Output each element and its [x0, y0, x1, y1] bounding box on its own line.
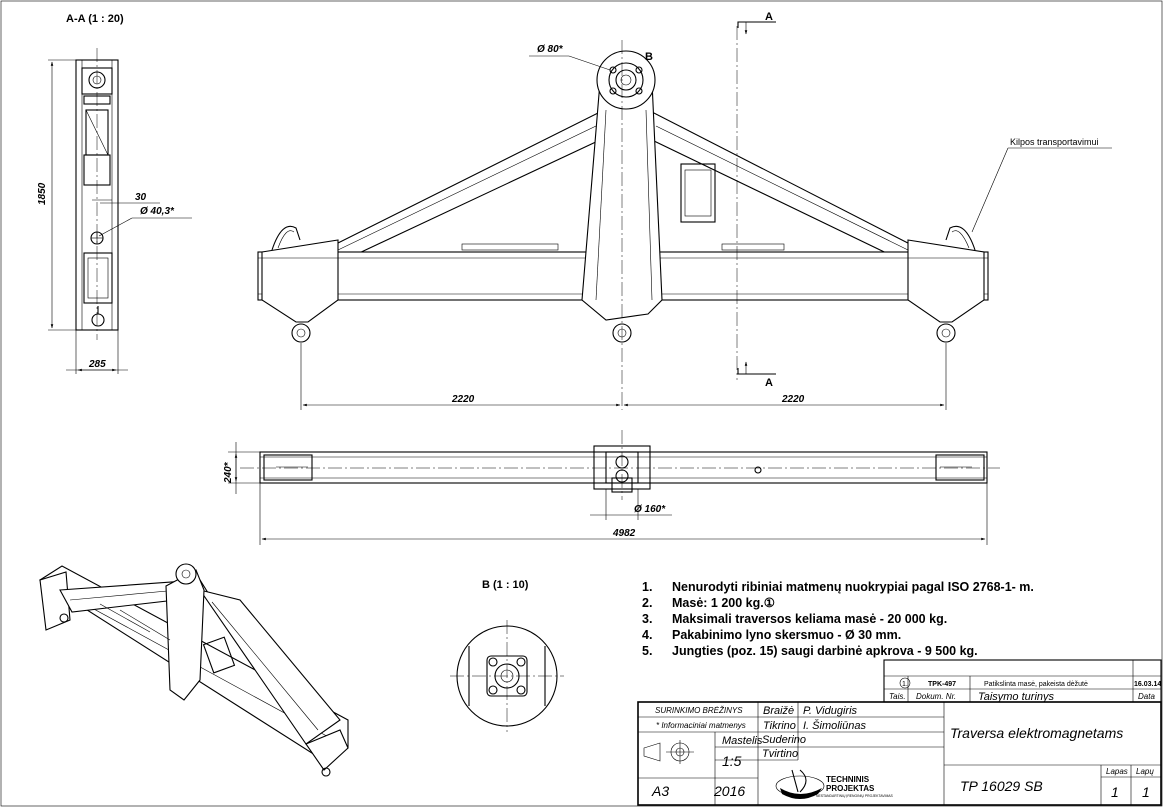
svg-text:Maksimali traversos keliama ma: Maksimali traversos keliama masė - 20 00…: [672, 612, 947, 626]
sheet-format: A3: [651, 783, 669, 799]
revision-doc: TPK-497: [928, 681, 956, 688]
checked-label: Tikrino: [763, 720, 796, 732]
detail-view-label: B (1 : 10): [482, 579, 529, 591]
dim-height: 1850: [37, 182, 48, 205]
drew-label: Braižė: [763, 705, 794, 717]
dim-depth: 240*: [223, 461, 234, 484]
projection-symbol: [643, 740, 694, 764]
scale-label: Mastelis: [722, 735, 763, 747]
title-block-info: * Informaciniai matmenys: [656, 721, 746, 730]
detail-view-b: B (1 : 10): [450, 579, 564, 732]
note-item: 4. Pakabinimo lyno skersmuo - Ø 30 mm.: [642, 628, 901, 642]
dim-span-left: 2220: [451, 394, 475, 405]
svg-text:5.: 5.: [642, 644, 652, 658]
svg-text:Jungties (poz. 15) saugi darbi: Jungties (poz. 15) saugi darbinė apkrova…: [672, 644, 978, 658]
title-block-kind: SURINKIMO BRĖŽINYS: [655, 706, 743, 715]
svg-text:3.: 3.: [642, 612, 652, 626]
revision-desc: Patikslinta masė, pakeista dėžutė: [984, 681, 1088, 688]
section-view-aa: A-A (1 : 20) 1850 285: [37, 13, 192, 374]
sheets-label: Lapų: [1136, 767, 1154, 776]
revision-header-tais: Tais.: [889, 692, 906, 701]
notes-list: 1. Nenurodyti ribiniai matmenų nuokrypiai…: [642, 580, 1034, 658]
note-item: 3. Maksimali traversos keliama masė - 20 …: [642, 612, 947, 626]
dim-30: 30: [135, 192, 147, 203]
note-item: 5. Jungties (poz. 15) saugi darbinė apkro…: [642, 644, 978, 658]
revision-header-dokum: Dokum. Nr.: [916, 692, 956, 701]
dim-side-width: 285: [88, 359, 106, 370]
scale-value: 1:5: [722, 753, 742, 769]
drawing-title: Traversa elektromagnetams: [950, 725, 1123, 741]
company-name-line2: PROJEKTAS: [826, 784, 875, 793]
top-view: 240* Ø 160* 4982: [223, 430, 1000, 545]
company-name-line1: TECHNINIS: [826, 775, 870, 784]
section-view-label: A-A (1 : 20): [66, 13, 124, 25]
section-mark-bottom: A: [765, 377, 773, 389]
section-mark-top: A: [765, 11, 773, 23]
dim-total-length: 4982: [612, 528, 636, 539]
dim-d160: Ø 160*: [634, 504, 666, 515]
dim-d40: Ø 40,3*: [140, 206, 175, 217]
svg-text:Masė: 1 200 kg.①: Masė: 1 200 kg.①: [672, 596, 775, 610]
drawing-code: TP 16029 SB: [960, 778, 1043, 794]
sheets-count: 1: [1142, 784, 1150, 800]
svg-text:Nenurodyti ribiniai matmenų nu: Nenurodyti ribiniai matmenų nuokrypiai p…: [672, 580, 1034, 594]
sheet-number: 1: [1111, 784, 1119, 800]
svg-text:Pakabinimo lyno skersmuo - Ø: Pakabinimo lyno skersmuo - Ø 30 mm.: [672, 628, 901, 642]
drew-name: P. Vidugiris: [803, 705, 858, 717]
dim-span-right: 2220: [781, 394, 805, 405]
revision-date: 16.03.14: [1134, 681, 1161, 688]
drawing-year: 2016: [713, 783, 745, 799]
revision-header-turinys: Taisymo turinys: [978, 691, 1055, 703]
checked-name: I. Šimoliūnas: [803, 719, 866, 732]
svg-text:4.: 4.: [642, 628, 652, 642]
revision-mark: 1.: [902, 681, 908, 688]
company-logo: TECHNINIS PROJEKTAS NESTANDARTINIŲ ĮRENG…: [775, 769, 894, 799]
approved-label: Tvirtino: [762, 748, 798, 760]
sheet-label: Lapas: [1106, 767, 1128, 776]
svg-text:1.: 1.: [642, 580, 652, 594]
title-block: SURINKIMO BRĖŽINYS * Informaciniai matme…: [637, 701, 1162, 806]
note-item: 2. Masė: 1 200 kg.①: [642, 596, 775, 610]
front-view: A A Ø 80* B 2220 2220 Kilpos transportav…: [257, 11, 1112, 410]
agreed-label: Suderino: [762, 734, 806, 746]
svg-text:2.: 2.: [642, 596, 652, 610]
revision-header-data: Data: [1138, 692, 1155, 701]
detail-callout-b: B: [645, 51, 653, 63]
isometric-view: [38, 563, 349, 777]
lifting-loops-label: Kilpos transportavimui: [1010, 137, 1099, 147]
revision-table: 1. TPK-497 Patikslinta masė, pakeista dė…: [883, 659, 1162, 703]
dim-d80: Ø 80*: [537, 44, 564, 55]
note-item: 1. Nenurodyti ribiniai matmenų nuokrypiai…: [642, 580, 1034, 594]
company-tagline: NESTANDARTINIŲ ĮRENGINIŲ PROJEKTAVIMAS: [816, 794, 894, 798]
